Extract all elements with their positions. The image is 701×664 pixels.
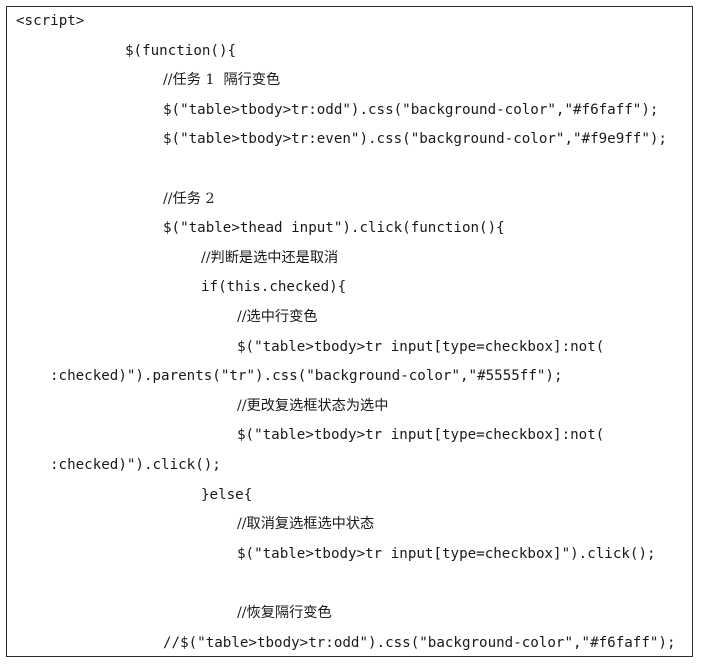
code-line: :checked)").click(); xyxy=(50,457,221,473)
code-line: //更改复选框状态为选中 xyxy=(237,397,389,414)
code-line: $("table>tbody>tr:even").css("background… xyxy=(163,131,667,148)
code-line: if(this.checked){ xyxy=(201,279,347,296)
code-line: //判断是选中还是取消 xyxy=(201,249,339,266)
code-line: $("table>tbody>tr input[type=checkbox]:n… xyxy=(237,427,605,444)
code-line: //恢复隔行变色 xyxy=(237,605,332,621)
code-block: <script> $(function(){ //任务 1 隔行变色 $("table… xyxy=(6,6,693,657)
code-line: }else{ xyxy=(201,486,253,503)
code-line: //任务 2 xyxy=(163,190,215,207)
code-line: //选中行变色 xyxy=(237,309,318,325)
code-line: $(function(){ xyxy=(125,42,237,59)
code-line: //取消复选框选中状态 xyxy=(237,516,375,533)
code-line: $("table>tbody>tr input[type=checkbox]:n… xyxy=(237,338,605,355)
code-line: //任务 1 隔行变色 xyxy=(163,72,281,89)
code-line: $("table>tbody>tr input[type=checkbox]")… xyxy=(237,545,656,562)
code-line: //$("table>tbody>tr:odd").css("backgroun… xyxy=(163,634,676,651)
code-line: :checked)").parents("tr").css("backgroun… xyxy=(50,368,563,385)
code-line: $("table>tbody>tr:odd").css("background-… xyxy=(163,101,659,118)
code-line: $("table>thead input").click(function(){ xyxy=(163,220,505,237)
code-line: <script> xyxy=(16,13,85,29)
